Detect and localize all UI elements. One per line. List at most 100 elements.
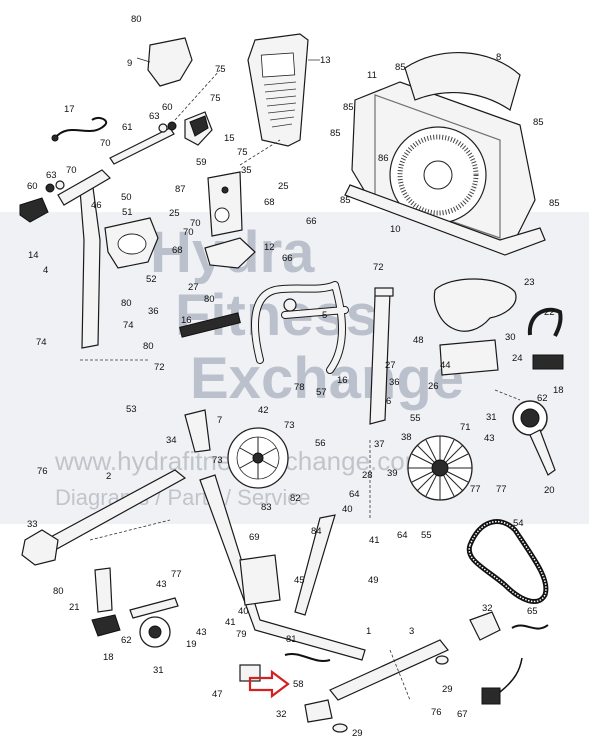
callout: 1 [366, 626, 371, 637]
callout: 62 [537, 393, 548, 404]
callout: 84 [311, 526, 322, 537]
callout: 51 [122, 207, 133, 218]
callout: 40 [238, 606, 249, 617]
water-bottle-holder-part-46 [104, 217, 159, 269]
callout: 9 [127, 58, 132, 69]
callout: 16 [337, 375, 348, 386]
callout: 70 [66, 165, 77, 176]
callout: 85 [395, 62, 406, 73]
callout: 83 [261, 502, 272, 513]
callout: 85 [343, 102, 354, 113]
callout: 20 [544, 485, 555, 496]
callout: 74 [123, 320, 134, 331]
callout: 76 [37, 466, 48, 477]
bracket-part-12 [204, 237, 256, 269]
callout: 14 [28, 250, 39, 261]
callout: 73 [284, 420, 295, 431]
callout: 64 [397, 530, 408, 541]
callout: 72 [154, 362, 165, 373]
callout: 44 [440, 360, 451, 371]
callout: 77 [171, 569, 182, 580]
seat-bracket-part-24 [439, 339, 499, 376]
end-cap-part-32 [304, 611, 501, 723]
callout: 68 [172, 245, 183, 256]
callout: 86 [378, 153, 389, 164]
callout: 62 [121, 635, 132, 646]
post-part-6 [369, 287, 394, 425]
callout: 17 [64, 104, 75, 115]
callout: 43 [484, 433, 495, 444]
callout: 71 [460, 422, 471, 433]
callout: 19 [186, 639, 197, 650]
pulley-part-38 [407, 435, 473, 501]
callout: 60 [162, 102, 173, 113]
callout: 63 [149, 111, 160, 122]
callout: 32 [276, 709, 287, 720]
callout: 8 [496, 52, 501, 63]
callout: 73 [212, 455, 223, 466]
callout: 82 [290, 493, 301, 504]
callout: 30 [505, 332, 516, 343]
callout: 28 [362, 470, 373, 481]
callout-labels: 80 9 13 75 8 11 85 85 85 85 85 85 17 63 … [27, 14, 564, 739]
callout: 85 [549, 198, 560, 209]
post-part-7 [184, 409, 211, 453]
callout: 64 [349, 489, 360, 500]
callout: 7 [217, 415, 222, 426]
callout: 47 [212, 689, 223, 700]
console-cover-part-9 [136, 37, 193, 87]
callout: 78 [294, 382, 305, 393]
callout: 67 [457, 709, 468, 720]
callout: 40 [342, 504, 353, 515]
adapter-part-67 [481, 657, 523, 705]
callout: 75 [237, 147, 248, 158]
callout: 13 [320, 55, 331, 66]
handle-part-22 [527, 307, 564, 370]
callout: 70 [183, 227, 194, 238]
callout: 41 [225, 617, 236, 628]
callout: 5 [322, 310, 327, 321]
callout: 10 [390, 224, 401, 235]
callout: 27 [385, 360, 396, 371]
callout: 31 [486, 412, 497, 423]
callout: 31 [153, 665, 164, 676]
callout: 80 [131, 14, 142, 25]
console-part-13 [247, 33, 320, 147]
flywheel-part-42 [227, 427, 289, 489]
belt-part-54 [466, 519, 549, 604]
callout: 18 [103, 652, 114, 663]
callout: 75 [215, 64, 226, 75]
upright-part-4 [45, 169, 111, 349]
callout: 25 [278, 181, 289, 192]
callout: 29 [442, 684, 453, 695]
callout: 25 [169, 208, 180, 219]
frame-part-1 [199, 474, 366, 661]
pedal-part-21 [91, 567, 121, 637]
grip-part-16 [179, 312, 241, 338]
callout: 75 [210, 93, 221, 104]
callout: 56 [315, 438, 326, 449]
callout: 80 [53, 586, 64, 597]
shroud-part-10 [344, 81, 546, 256]
pulse-wire-part-17 [51, 116, 108, 142]
callout: 77 [470, 484, 481, 495]
watermark-line-5: Diagrams / Parts / Service [55, 485, 311, 510]
callout: 87 [175, 184, 186, 195]
callout: 70 [100, 138, 111, 149]
callout: 6 [386, 396, 391, 407]
cover-part-8 [404, 52, 521, 111]
callout: 18 [553, 385, 564, 396]
callout: 79 [236, 629, 247, 640]
power-cord-part-65 [511, 624, 549, 630]
callout: 63 [46, 170, 57, 181]
callout: 22 [544, 307, 555, 318]
callout: 77 [496, 484, 507, 495]
callout: 43 [196, 627, 207, 638]
callout: 81 [286, 634, 297, 645]
callout: 66 [282, 253, 293, 264]
callout: 27 [188, 282, 199, 293]
highlight-arrow [248, 669, 290, 699]
callout: 58 [293, 679, 304, 690]
callout: 48 [413, 335, 424, 346]
